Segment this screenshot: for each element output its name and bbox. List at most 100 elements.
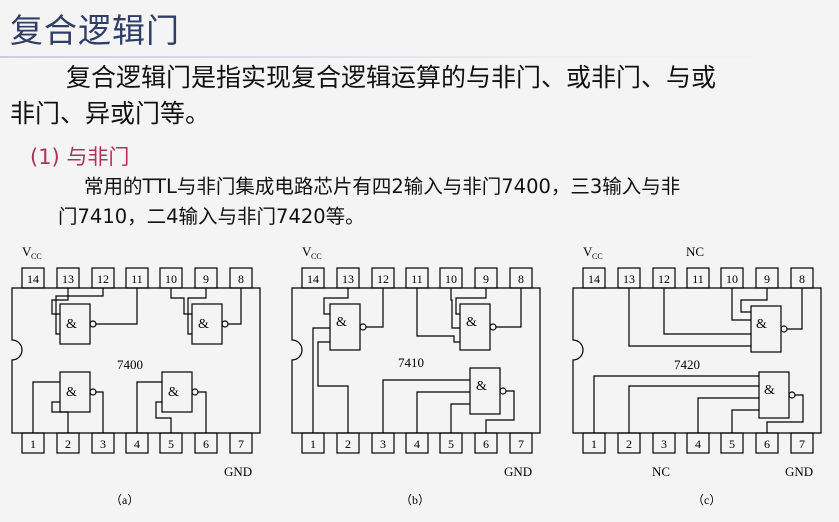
gnd-label: GND bbox=[785, 464, 813, 479]
pin-label: 11 bbox=[411, 272, 423, 286]
nand-gate bbox=[459, 303, 497, 351]
chip-model-label: 7400 bbox=[117, 357, 143, 372]
pin-label: 10 bbox=[165, 272, 177, 286]
pin-label: 10 bbox=[445, 272, 457, 286]
gate-symbol: & bbox=[66, 317, 77, 332]
pin-label: 14 bbox=[307, 272, 319, 286]
pin-label: 5 bbox=[448, 437, 454, 451]
pin-label: 6 bbox=[764, 437, 770, 451]
pin-label: 2 bbox=[626, 437, 632, 451]
pin-label: 7 bbox=[518, 437, 524, 451]
gate-symbols: & & & bbox=[336, 315, 487, 394]
chip-7420-diagram bbox=[572, 267, 822, 454]
intro-paragraph: 复合逻辑门是指实现复合逻辑运算的与非门、或非门、与或 非门、异或门等。 bbox=[10, 60, 835, 132]
pin-label: 13 bbox=[342, 272, 354, 286]
pin-label: 6 bbox=[483, 437, 489, 451]
pin-label: 9 bbox=[764, 272, 770, 286]
pin-label: 8 bbox=[799, 272, 805, 286]
pin-label: 1 bbox=[30, 437, 36, 451]
pin-label: 11 bbox=[131, 272, 143, 286]
pin-label: 4 bbox=[414, 437, 420, 451]
chip-7410-labels: V CC 14 13 12 11 10 9 8 1 2 3 4 5 6 7 & … bbox=[302, 244, 532, 507]
nand-gate bbox=[161, 371, 199, 413]
nand-description: 常用的TTL与非门集成电路芯片有四2输入与非门7400，三3输入与非 门7410… bbox=[58, 172, 838, 232]
nand-gate bbox=[758, 371, 796, 419]
pin-label: 3 bbox=[100, 437, 106, 451]
pin-label: 9 bbox=[203, 272, 209, 286]
pin-label: 12 bbox=[97, 272, 109, 286]
pin-label: 5 bbox=[168, 437, 174, 451]
figure-caption: （b） bbox=[400, 493, 430, 507]
pin-label: 3 bbox=[380, 437, 386, 451]
pin-label: 8 bbox=[238, 272, 244, 286]
pin-label: 14 bbox=[588, 272, 600, 286]
nand-gate bbox=[59, 303, 97, 345]
nand-desc-line-1: 常用的TTL与非门集成电路芯片有四2输入与非门7400，三3输入与非 bbox=[84, 175, 681, 198]
gate-symbol: & bbox=[66, 385, 77, 400]
chip-7400-diagram bbox=[11, 267, 261, 454]
pin-label: 12 bbox=[377, 272, 389, 286]
bottom-pin-numbers: 1 2 3 4 5 6 7 bbox=[30, 437, 244, 451]
chip-diagrams: V CC 14 13 12 11 10 9 8 1 2 3 4 5 6 7 & … bbox=[11, 244, 822, 507]
intro-line-1: 复合逻辑门是指实现复合逻辑运算的与非门、或非门、与或 bbox=[66, 63, 717, 92]
pin-label: 2 bbox=[345, 437, 351, 451]
nand-gate bbox=[469, 367, 507, 415]
bottom-pin-numbers: 1 2 3 4 5 6 7 bbox=[591, 437, 805, 451]
pin-label: 13 bbox=[62, 272, 74, 286]
chip-7410-diagram bbox=[291, 267, 541, 454]
top-pin-numbers: 14 13 12 11 10 9 8 bbox=[307, 272, 524, 286]
pin-label: 5 bbox=[729, 437, 735, 451]
nc-top-label: NC bbox=[686, 244, 704, 259]
intro-line-2: 非门、异或门等。 bbox=[10, 99, 211, 128]
pin-label: 1 bbox=[310, 437, 316, 451]
bottom-pin-numbers: 1 2 3 4 5 6 7 bbox=[310, 437, 524, 451]
nc-bottom-label: NC bbox=[652, 464, 670, 479]
title-divider bbox=[0, 56, 839, 58]
pin-label: 14 bbox=[27, 272, 39, 286]
gate-symbols: & & bbox=[756, 317, 775, 398]
gnd-label: GND bbox=[224, 464, 252, 479]
figure-caption: （c） bbox=[692, 493, 721, 507]
pin-label: 10 bbox=[726, 272, 738, 286]
nand-desc-line-2: 门7410，二4输入与非门7420等。 bbox=[58, 205, 365, 228]
pin-label: 4 bbox=[695, 437, 701, 451]
gate-symbol: & bbox=[168, 385, 179, 400]
gate-symbol: & bbox=[764, 383, 775, 398]
chip-7420-labels: V CC NC 14 13 12 11 10 9 8 1 2 3 4 5 6 7… bbox=[583, 244, 813, 507]
top-pin-row bbox=[582, 267, 814, 289]
nand-gate bbox=[191, 303, 229, 345]
vcc-label: V bbox=[583, 244, 593, 259]
vcc-subscript: CC bbox=[311, 252, 322, 261]
gate-symbol: & bbox=[198, 317, 209, 332]
gate-symbol: & bbox=[756, 317, 767, 332]
top-pin-numbers: 14 13 12 11 10 9 8 bbox=[27, 272, 244, 286]
pin-label: 9 bbox=[483, 272, 489, 286]
vcc-subscript: CC bbox=[592, 252, 603, 261]
chip-model-label: 7420 bbox=[674, 357, 700, 372]
pin-label: 12 bbox=[658, 272, 670, 286]
pin-label: 7 bbox=[238, 437, 244, 451]
pin-label: 4 bbox=[134, 437, 140, 451]
pin-label: 11 bbox=[692, 272, 704, 286]
figure-caption: （a） bbox=[110, 493, 139, 507]
slide-title: 复合逻辑门 bbox=[10, 11, 180, 50]
vcc-subscript: CC bbox=[31, 252, 42, 261]
pin-label: 6 bbox=[203, 437, 209, 451]
nand-gate bbox=[59, 371, 97, 413]
chip-7400-labels: V CC 14 13 12 11 10 9 8 1 2 3 4 5 6 7 & … bbox=[22, 244, 252, 507]
chip-model-label: 7410 bbox=[398, 355, 424, 370]
vcc-label: V bbox=[22, 244, 32, 259]
pin-label: 2 bbox=[65, 437, 71, 451]
pin-label: 1 bbox=[591, 437, 597, 451]
pin-label: 3 bbox=[661, 437, 667, 451]
gate-symbols: & & & & bbox=[66, 317, 209, 400]
gate-symbol: & bbox=[466, 315, 477, 330]
pin-label: 13 bbox=[623, 272, 635, 286]
pin-label: 8 bbox=[518, 272, 524, 286]
pin-label: 7 bbox=[799, 437, 805, 451]
nand-gate bbox=[329, 303, 367, 351]
vcc-label: V bbox=[302, 244, 312, 259]
top-pin-numbers: 14 13 12 11 10 9 8 bbox=[588, 272, 805, 286]
section-heading-nand: (1) 与非门 bbox=[30, 145, 130, 169]
gnd-label: GND bbox=[504, 464, 532, 479]
